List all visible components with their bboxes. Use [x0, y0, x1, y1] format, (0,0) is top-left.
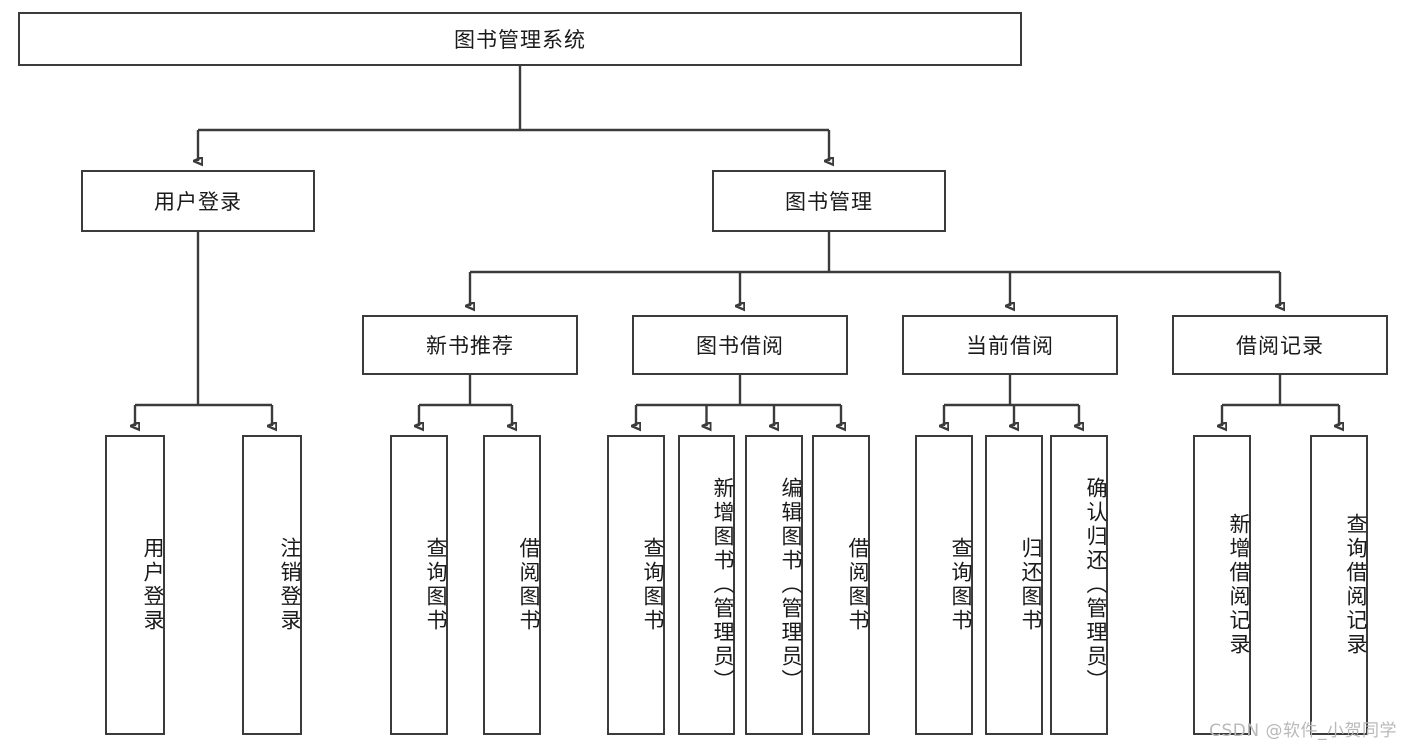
node-leaf-query-book-current[interactable]: 查询图书 — [915, 435, 973, 735]
node-user-login[interactable]: 用户登录 — [81, 170, 315, 232]
node-label: 查询图书 — [424, 537, 448, 633]
node-book-borrow[interactable]: 图书借阅 — [632, 315, 848, 375]
node-label: 图书管理 — [785, 190, 873, 214]
node-label: 查询图书 — [949, 537, 973, 633]
node-leaf-query-book-borrow[interactable]: 查询图书 — [607, 435, 665, 735]
node-label: 当前借阅 — [966, 334, 1054, 358]
node-label: 归还图书 — [1019, 537, 1043, 633]
node-label: 借阅图书 — [846, 537, 870, 633]
node-leaf-query-book-rec[interactable]: 查询图书 — [390, 435, 448, 735]
node-leaf-logout[interactable]: 注销登录 — [242, 435, 302, 735]
node-label: 查询图书 — [641, 537, 665, 633]
node-label: 借阅图书 — [517, 537, 541, 633]
node-label: 用户登录 — [141, 537, 165, 633]
node-label: 新增图书（管理员） — [711, 477, 735, 693]
node-book-manage[interactable]: 图书管理 — [712, 170, 946, 232]
node-label: 注销登录 — [278, 537, 302, 633]
node-leaf-return-book[interactable]: 归还图书 — [985, 435, 1043, 735]
node-leaf-add-book-admin[interactable]: 新增图书（管理员） — [678, 435, 735, 735]
node-label: 编辑图书（管理员） — [779, 477, 803, 693]
node-borrow-record[interactable]: 借阅记录 — [1172, 315, 1388, 375]
node-leaf-borrow-book[interactable]: 借阅图书 — [812, 435, 870, 735]
node-leaf-query-borrow-record[interactable]: 查询借阅记录 — [1310, 435, 1368, 735]
node-label: 图书借阅 — [696, 334, 784, 358]
node-current-borrow[interactable]: 当前借阅 — [902, 315, 1118, 375]
node-label: 用户登录 — [154, 190, 242, 214]
node-label: 图书管理系统 — [454, 28, 586, 52]
node-root[interactable]: 图书管理系统 — [18, 12, 1022, 66]
node-leaf-edit-book-admin[interactable]: 编辑图书（管理员） — [745, 435, 803, 735]
node-leaf-borrow-book-rec[interactable]: 借阅图书 — [483, 435, 541, 735]
node-new-book-recommend[interactable]: 新书推荐 — [362, 315, 578, 375]
node-leaf-user-login[interactable]: 用户登录 — [105, 435, 165, 735]
node-leaf-add-borrow-record[interactable]: 新增借阅记录 — [1193, 435, 1251, 735]
node-label: 查询借阅记录 — [1344, 513, 1368, 657]
node-label: 新书推荐 — [426, 334, 514, 358]
node-leaf-confirm-return-admin[interactable]: 确认归还（管理员） — [1050, 435, 1108, 735]
node-label: 新增借阅记录 — [1227, 513, 1251, 657]
csdn-watermark: CSDN @软件_小贺同学 — [1209, 721, 1397, 741]
node-label: 借阅记录 — [1236, 334, 1324, 358]
node-label: 确认归还（管理员） — [1084, 477, 1108, 693]
